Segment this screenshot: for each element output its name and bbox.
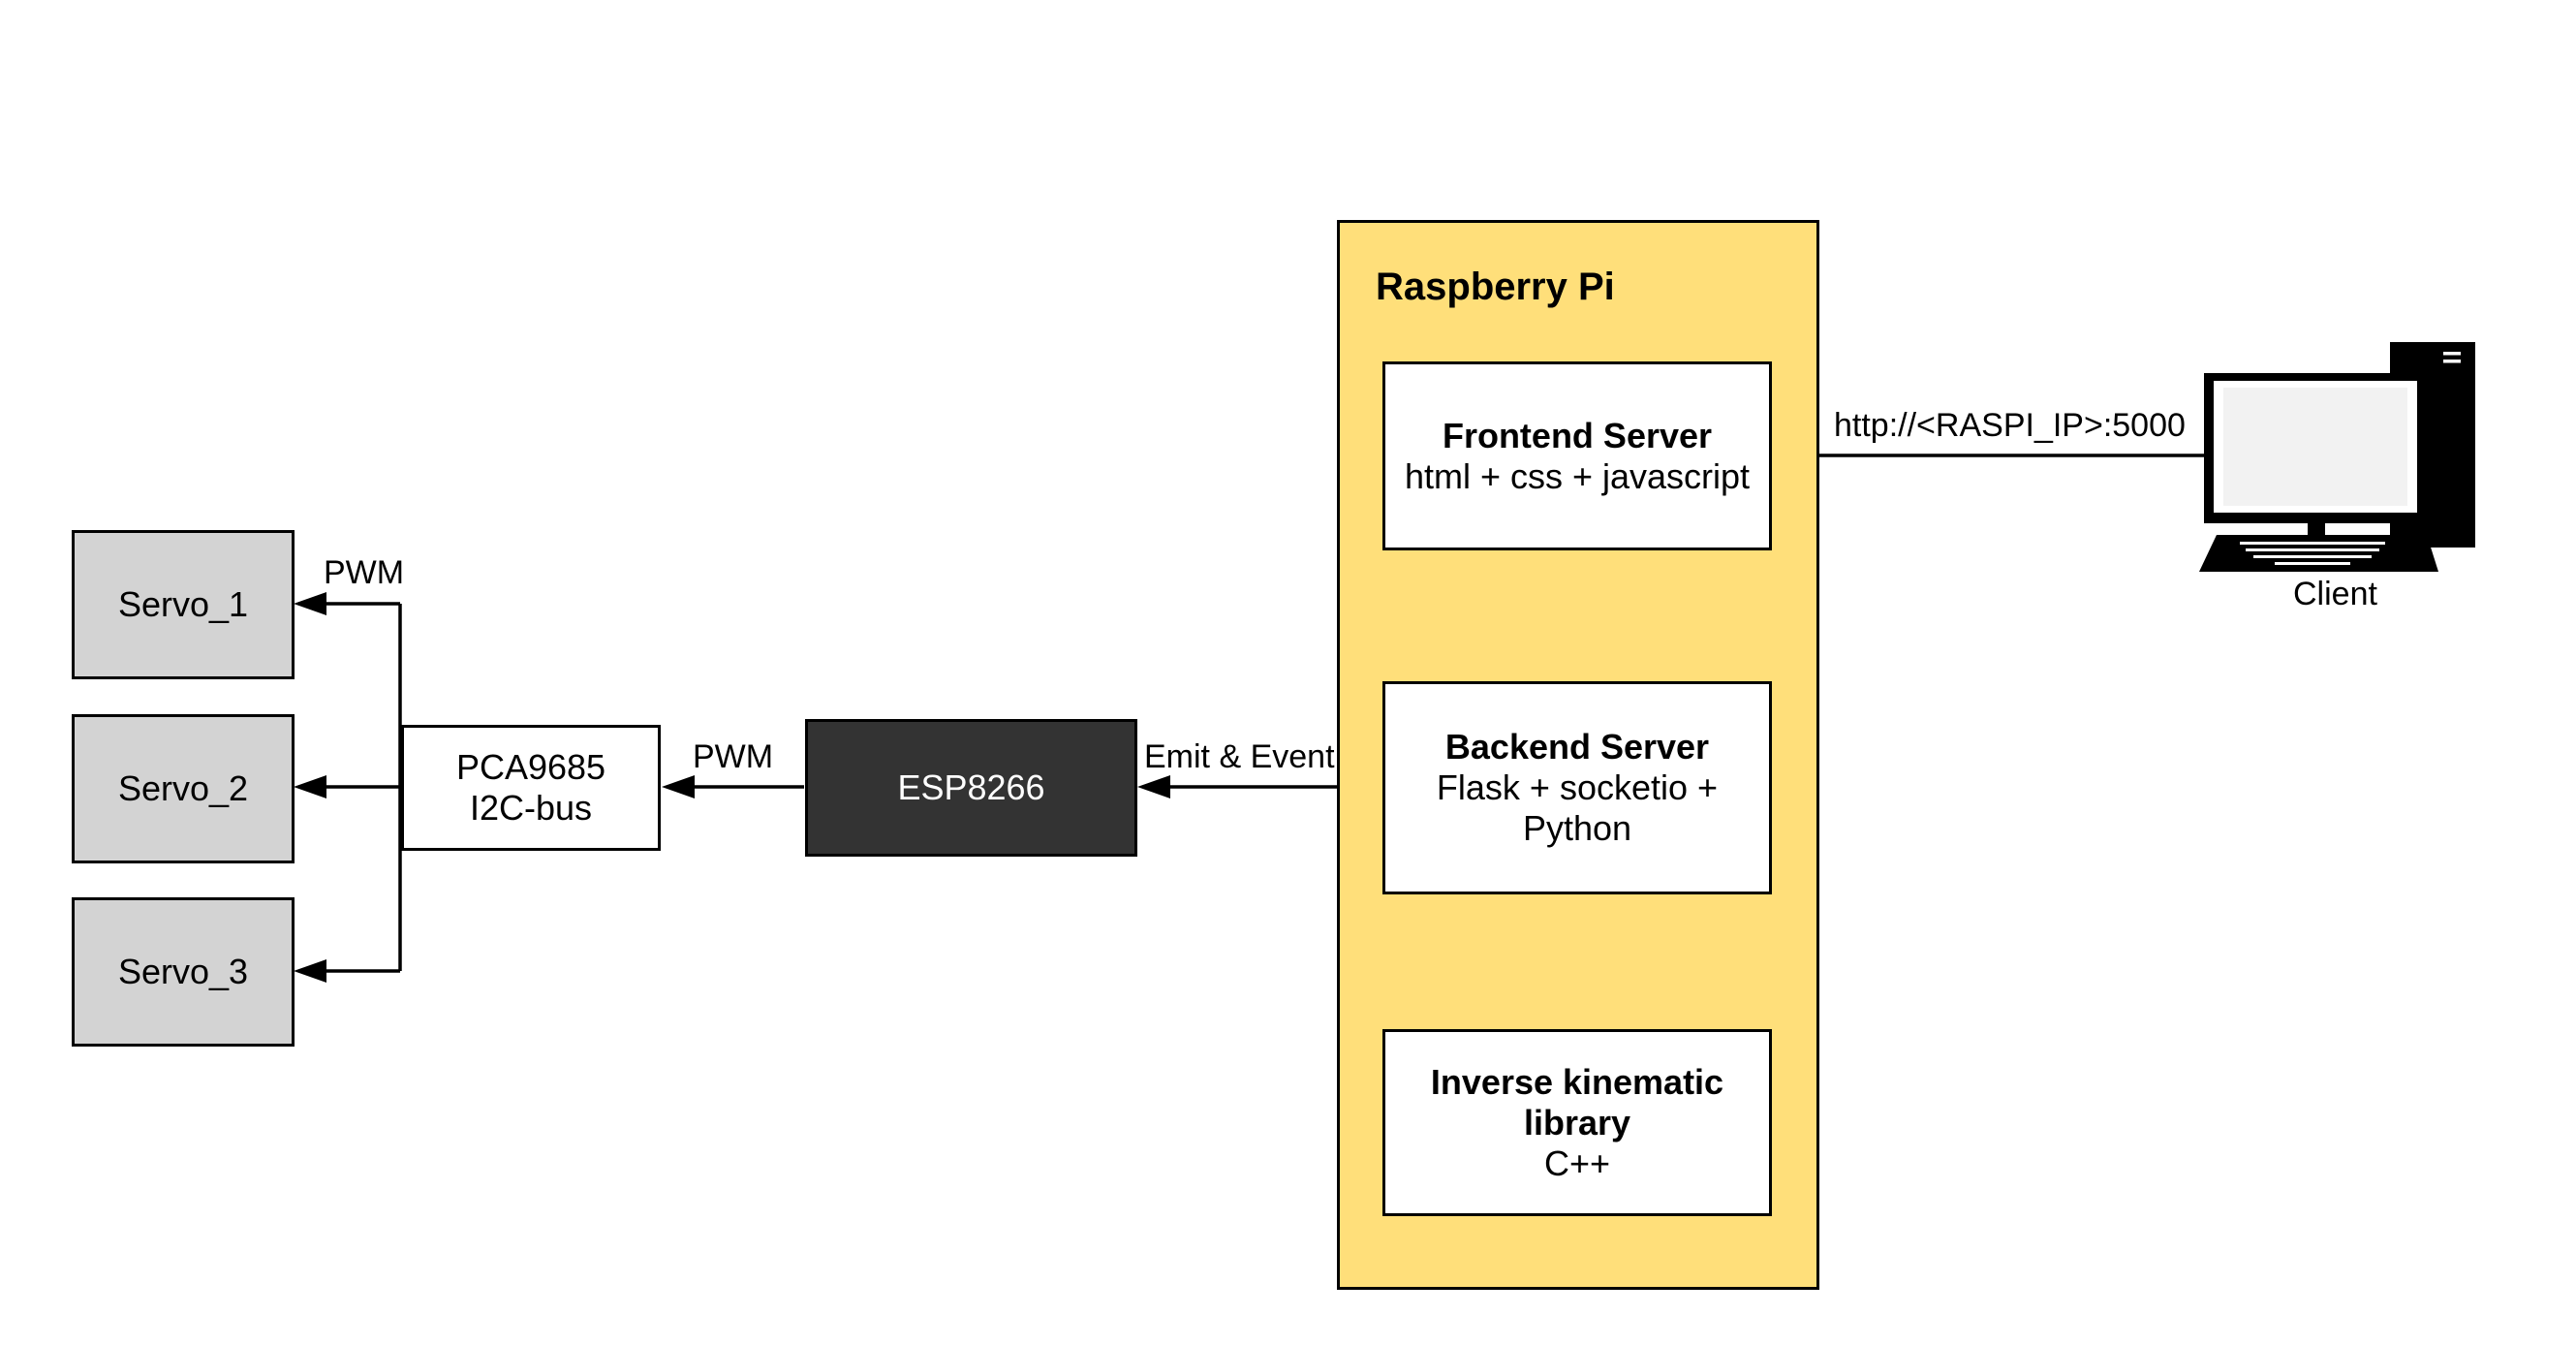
client-label: Client [2293,576,2377,612]
pca-line2: I2C-bus [469,788,593,828]
servo-2-node: Servo_2 [72,714,295,863]
frontend-server-node: Frontend Server html + css + javascript [1382,361,1772,550]
emit-event-label: Emit & Event [1144,738,1335,775]
pca9685-node: PCA9685 I2C-bus [401,725,661,851]
arrowhead-servo-2 [294,775,326,798]
backend-server-node: Backend Server Flask + socketio + Python [1382,681,1772,894]
raspberry-pi-title: Raspberry Pi [1376,266,1615,308]
pwm-pca-label: PWM [693,738,774,775]
esp-label: ESP8266 [897,767,1045,807]
servo-1-node: Servo_1 [72,530,295,679]
pwm-servos-label: PWM [324,554,405,591]
ik-title-line2: library [1523,1102,1631,1143]
inverse-kinematic-node: Inverse kinematic library C++ [1382,1029,1772,1216]
servo-3-label: Servo_3 [117,952,249,991]
servo-1-label: Servo_1 [117,584,249,624]
arrowhead-pca [662,775,695,798]
frontend-title: Frontend Server [1442,415,1713,455]
pca-to-servos-bus [323,602,402,973]
ik-title-line1: Inverse kinematic [1430,1061,1724,1102]
backend-subtitle-line1: Flask + socketio + [1436,767,1719,807]
frontend-subtitle: html + css + javascript [1404,455,1751,496]
backend-title: Backend Server [1444,727,1710,767]
arrowhead-servo-3 [294,959,326,983]
servo-2-label: Servo_2 [117,768,249,808]
backend-subtitle-line2: Python [1522,808,1632,848]
servo-3-node: Servo_3 [72,897,295,1047]
ik-subtitle: C++ [1543,1143,1611,1183]
esp8266-node: ESP8266 [805,719,1137,857]
arrowhead-esp [1137,775,1170,798]
desktop-computer-icon [2199,342,2475,572]
arrowhead-servo-1 [294,592,326,615]
pca-line1: PCA9685 [455,747,606,787]
client-url-label: http://<RASPI_IP>:5000 [1834,407,2186,444]
